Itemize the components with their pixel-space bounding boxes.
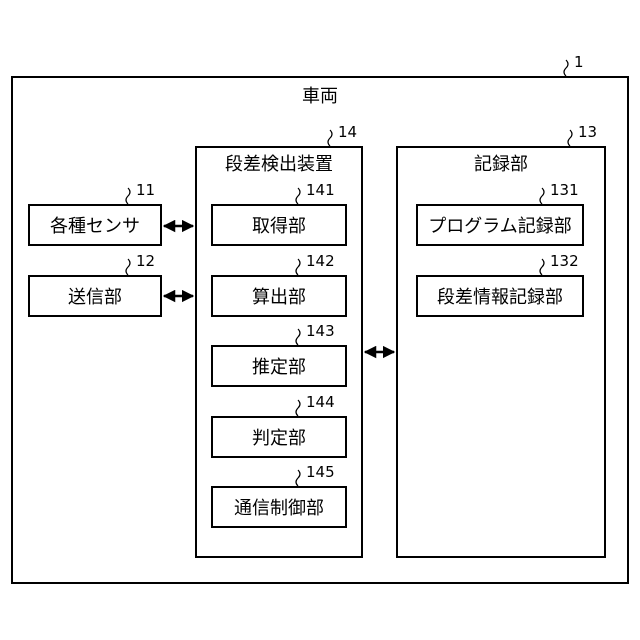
transmitter-leader-line xyxy=(126,259,130,275)
acquisition-leader-line xyxy=(296,188,300,204)
detector-leader-line xyxy=(328,130,332,146)
program-recorder-leader-line xyxy=(540,188,544,204)
estimation-leader-line xyxy=(296,329,300,345)
leader-lines xyxy=(126,60,572,486)
sensors-leader-line xyxy=(126,188,130,204)
communication-leader-line xyxy=(296,470,300,486)
recorder-leader-line xyxy=(568,130,572,146)
step-info-leader-line xyxy=(540,259,544,275)
calculation-leader-line xyxy=(296,259,300,275)
determination-leader-line xyxy=(296,400,300,416)
vehicle-leader-line xyxy=(564,60,568,76)
